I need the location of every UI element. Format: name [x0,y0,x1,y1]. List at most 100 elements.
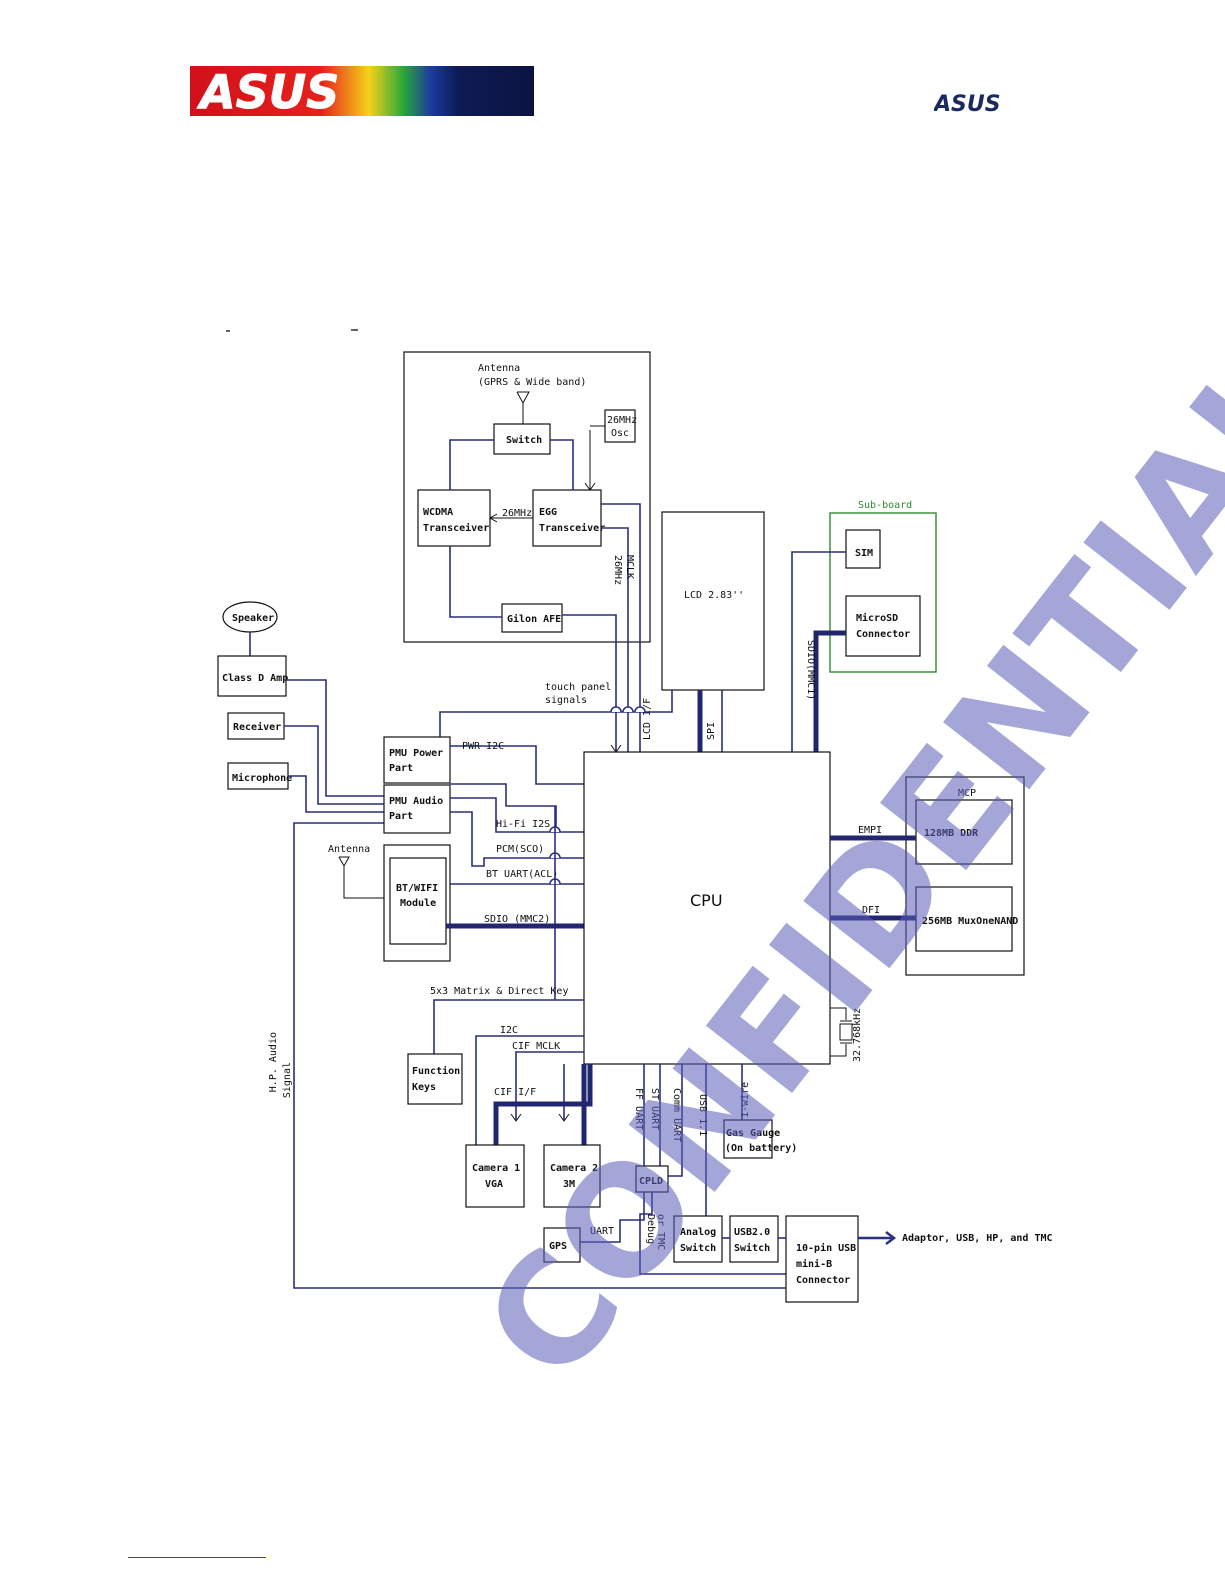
touch-panel-label-b: signals [545,695,587,706]
debug-label-a: Debug [645,1214,656,1244]
osc-block [604,409,636,443]
one-wire-label: 1-wire [740,1082,751,1118]
asus-banner-logo: ASUS [190,66,534,116]
gas-gauge-label-b: (On battery) [725,1143,797,1154]
pmu-power-label-a: PMU Power [389,748,443,759]
bt-wifi-label-a: BT/WIFI [396,883,438,894]
camera1-label-a: Camera 1 [472,1163,520,1174]
camera1-label-b: VGA [485,1179,503,1190]
sdio-mmc2-label: SDIO (MMC2) [484,914,550,925]
hp-audio-label-a: H.P. Audio [268,1032,279,1092]
asus-small-logo: ASUS [932,92,1030,117]
spi-label: SPI [706,722,717,740]
sig-mclk-label: MCLK [624,555,635,579]
comm-uart-label: Comm UART [671,1088,682,1142]
wcdma-label-a: WCDMA [423,507,453,518]
footer-divider [128,1557,266,1558]
ff-uart-label: FF UART [633,1088,644,1130]
switch-label: Switch [506,434,542,446]
subboard-title: Sub-board [858,500,912,511]
rf-antenna-icon [516,391,530,424]
dfi-label: DFI [862,905,880,916]
output-label: Adaptor, USB, HP, and TMC [902,1233,1053,1244]
microphone-label: Microphone [232,772,292,784]
egg-label-a: EGG [539,507,557,518]
lcd-block [661,511,765,691]
usb-connector-label-b: mini-B [796,1258,832,1270]
analog-switch-block [673,1215,723,1263]
pmu-audio-block [383,784,451,834]
bt-uart-label: BT UART(ACL) [486,869,558,880]
asus-banner-graphic: ASUS [190,66,534,116]
cpld-label: CPLD [639,1176,663,1187]
microsd-block [845,595,921,657]
wcdma-transceiver-block [417,489,491,547]
analog-switch-label-a: Analog [680,1227,716,1238]
gas-gauge-block [723,1119,773,1159]
camera2-label-a: Camera 2 [550,1163,598,1174]
pwr-i2c-label: PWR I2C [462,741,504,752]
cpu-block [583,751,831,1065]
i2c-label: I2C [500,1025,518,1036]
osc-label-b: Osc [611,428,629,439]
lcd-label: LCD 2.83'' [684,590,744,601]
nand-block [915,886,1013,952]
speaker-label: Speaker [232,613,274,624]
bt-antenna-label: Antenna [328,844,370,855]
bt-wifi-label-b: Module [400,898,436,909]
function-keys-label-a: Function [412,1065,460,1077]
bt-antenna-icon [338,856,390,899]
receiver-label: Receiver [233,721,281,733]
sig-26mhz-label: 26MHz [612,555,623,585]
cpu-label: CPU [690,891,723,910]
pcm-sco-label: PCM(SCO) [496,844,544,855]
asus-small-text: ASUS [934,92,1001,114]
cif-mclk-label: CIF MCLK [512,1041,560,1052]
rf-26mhz-label: 26MHz [502,508,532,519]
st-uart-label: ST UART [649,1088,660,1130]
usb2-switch-label-b: Switch [734,1242,770,1254]
gps-label: GPS [549,1241,567,1252]
egg-transceiver-block [532,489,602,547]
receiver-block [227,712,285,740]
ddr-label: 128MB DDR [924,828,979,839]
usb2-switch-label-a: USB2.0 [734,1227,770,1238]
cpld-block [635,1165,669,1193]
camera1-block [465,1144,525,1208]
usb2-switch-block [729,1215,779,1263]
gilon-afe-block [501,603,563,633]
gps-uart-label: UART [590,1226,614,1237]
camera2-block [543,1144,601,1208]
crystal-icon [830,1007,853,1057]
hp-audio-label-b: Signal [282,1062,293,1098]
microsd-label-b: Connector [856,629,910,640]
switch-block [493,423,551,455]
crystal-label: 32.768kHz [852,1008,863,1062]
analog-switch-label-b: Switch [680,1242,716,1254]
osc-label-a: 26MHz [607,415,637,426]
rf-antenna-label: Antenna [478,363,520,374]
mcp-title: MCP [958,788,976,799]
egg-label-b: Transceiver [539,522,605,534]
camera2-label-b: 3M [563,1179,575,1190]
cif-if-label: CIF I/F [494,1087,536,1098]
bt-wifi-module-block [389,857,447,945]
gps-block [543,1227,581,1263]
microsd-label-a: MicroSD [856,612,898,624]
touch-panel-label-a: touch panel [545,682,611,693]
usb-connector-label-a: 10-pin USB [796,1242,856,1254]
gilon-afe-label: Gilon AFE [507,613,561,625]
nand-label: 256MB MuxOneNAND [922,916,1018,927]
sim-label: SIM [855,548,873,559]
empi-label: EMPI [858,825,882,836]
pmu-audio-label-a: PMU Audio [389,795,443,807]
matrix-label: 5x3 Matrix & Direct Key [430,986,568,997]
rf-antenna-band-label: (GPRS & Wide band) [478,377,586,388]
gas-gauge-label-a: Gas Gauge [726,1128,780,1139]
pmu-power-block [383,736,451,784]
class-d-amp-block [217,655,287,697]
usb-connector-label-c: Connector [796,1275,850,1286]
usb11-label: USB 1.1 [697,1094,708,1136]
asus-banner-text: ASUS [197,66,339,116]
